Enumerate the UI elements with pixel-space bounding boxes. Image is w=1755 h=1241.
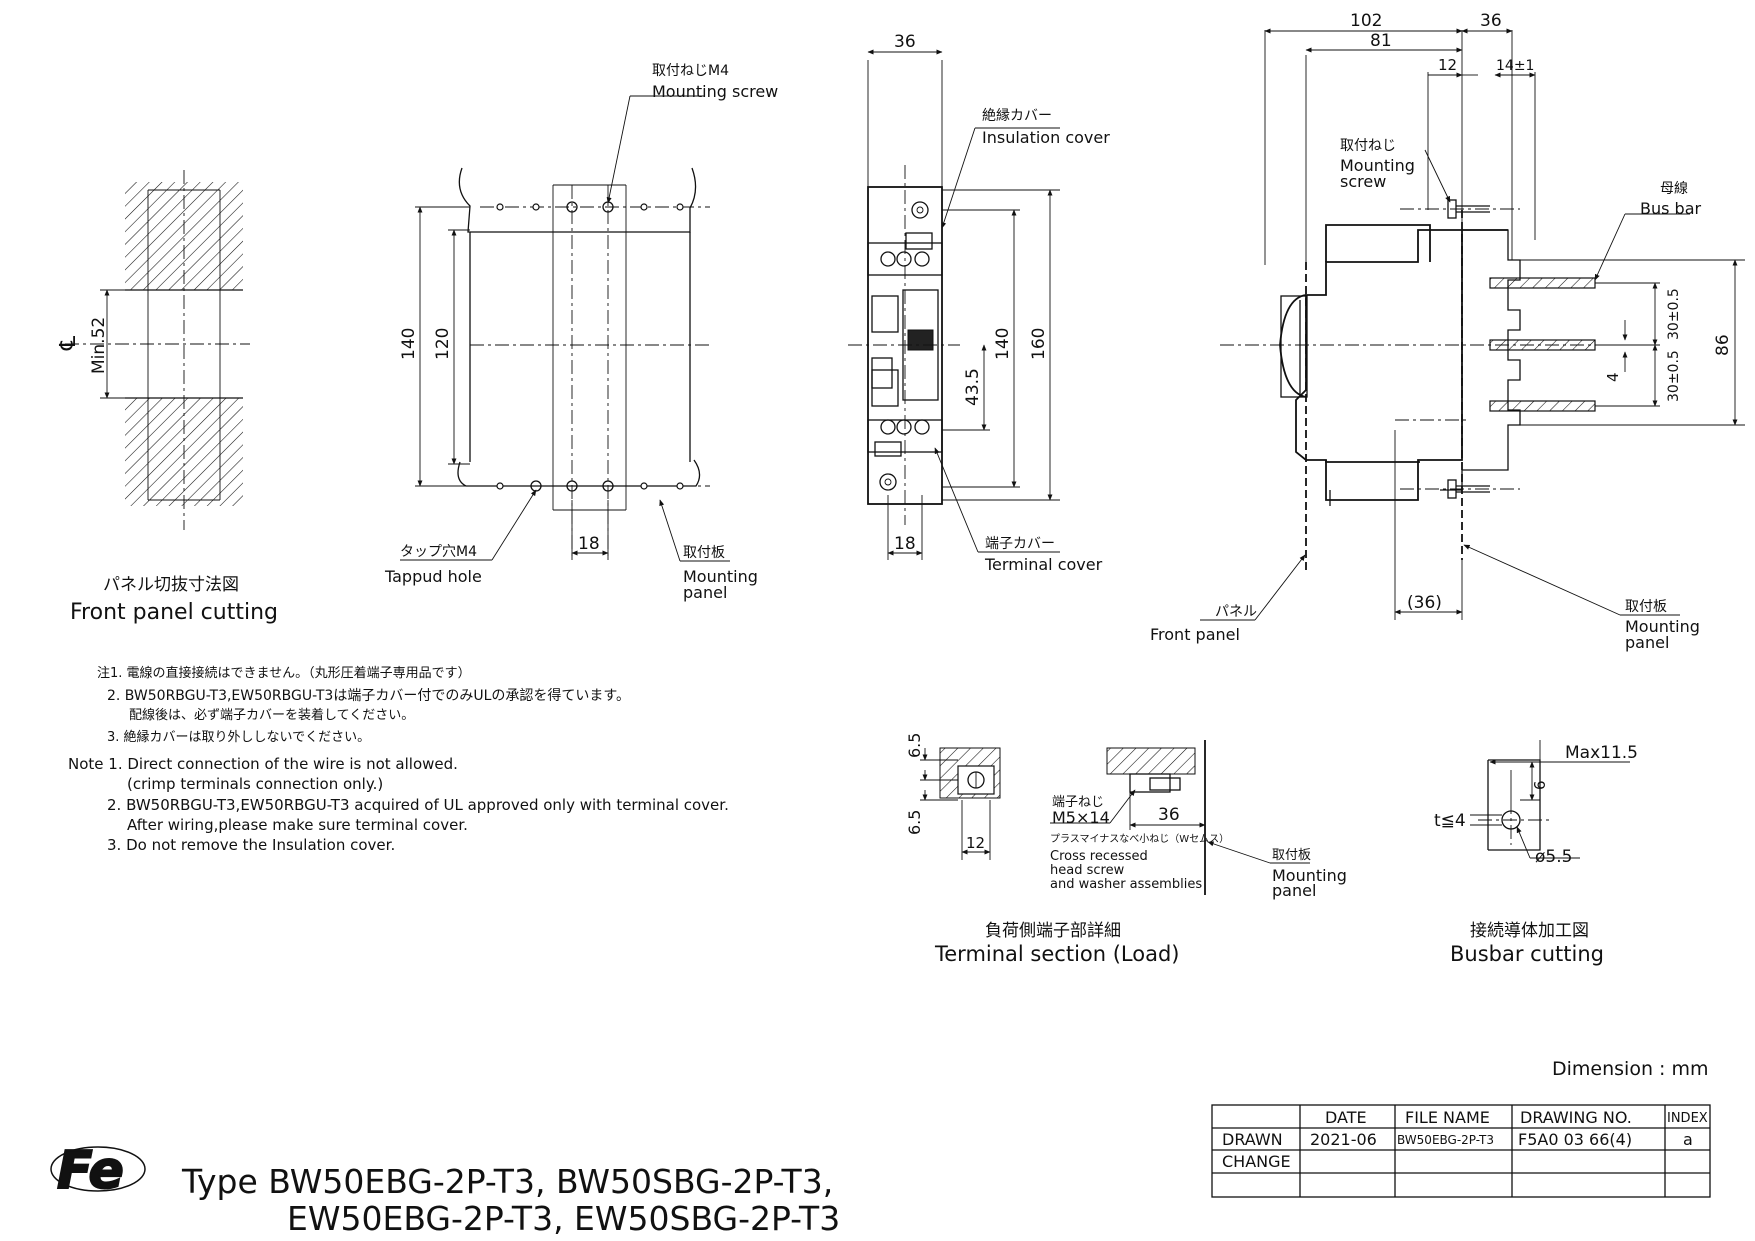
tb-header-index: INDEX	[1667, 1111, 1708, 1126]
note-jp-2: 2. BW50RBGU-T3,EW50RBGU-T3は端子カバー付でのみULの承…	[107, 687, 630, 704]
term-screw-jp: 端子ねじ	[1052, 795, 1104, 810]
dim-43-5-front: 43.5	[963, 368, 983, 406]
notes: 注1. 電線の直接接続はできません。（丸形圧着端子専用品です） 2. BW50R…	[68, 665, 729, 854]
mounting-panel-view: 140 120 18 取付ねじM4 Mounting screw タップ穴M4 …	[384, 63, 778, 602]
front-panel-en: Front panel	[1150, 625, 1240, 644]
term-cover-en: Terminal cover	[984, 555, 1103, 574]
busbar-dia: ø5.5	[1535, 847, 1572, 867]
tb-row-drawn-label: DRAWN	[1222, 1130, 1283, 1149]
type-line-1: Type BW50EBG-2P-T3, BW50SBG-2P-T3,	[181, 1162, 833, 1201]
term-desc-2: head screw	[1050, 863, 1125, 878]
term-panel-jp: 取付板	[1272, 848, 1311, 863]
insul-cover-jp: 絶縁カバー	[982, 108, 1052, 124]
panel-cutting-title-jp: パネル切抜寸法図	[103, 575, 239, 595]
dim-30b-side: 30±0.5	[1666, 350, 1682, 402]
dim-6-5a: 6.5	[905, 733, 924, 758]
note-jp-2b: 配線後は、必ず端子カバーを装着してください。	[129, 707, 414, 723]
panel-cutting-view: ℄ Min.52 パネル切抜寸法図 Front panel cutting	[56, 170, 278, 625]
type-line-2: EW50EBG-2P-T3, EW50SBG-2P-T3	[287, 1199, 840, 1238]
side-view: 102 36 81 12 14±1 30±0.5 30±0.5	[1150, 11, 1745, 652]
busbar-cutting-view: Max11.5 6 t≦4 ø5.5 接続導体加工図 Busbar cuttin…	[1434, 740, 1638, 966]
bus-bar-en: Bus bar	[1640, 199, 1702, 218]
front-panel-jp: パネル	[1215, 604, 1257, 620]
cl-label: ℄	[56, 335, 81, 351]
fuji-logo: Fe	[50, 1140, 146, 1202]
dim-81-side: 81	[1370, 31, 1392, 51]
term-desc-1: Cross recessed	[1050, 849, 1148, 864]
dim-4-side: 4	[1604, 372, 1622, 382]
busbar-title-jp: 接続導体加工図	[1470, 921, 1589, 941]
note-en-2: 2. BW50RBGU-T3,EW50RBGU-T3 acquired of U…	[107, 796, 729, 814]
terminal-section-view: 6.5 6.5 12 36 端子ねじ M5×14 プラスマイナスなべ小ねじ（Wセ…	[905, 733, 1347, 966]
mount-panel-en-1: Mounting	[683, 567, 758, 586]
mounting-holes	[496, 201, 684, 492]
dim-102-side: 102	[1350, 11, 1382, 31]
tb-row-drawn-date: 2021-06	[1310, 1130, 1377, 1149]
term-screw-desc-jp: プラスマイナスなべ小ねじ（Wセムス）	[1050, 833, 1229, 845]
panel-cutting-title-en: Front panel cutting	[70, 600, 278, 625]
dim-18-front: 18	[894, 534, 916, 554]
term-title-en: Terminal section (Load)	[934, 942, 1180, 966]
dim-36-term: 36	[1158, 805, 1180, 825]
mount-screw-jp: 取付ねじM4	[652, 63, 729, 79]
front-view: 36 43.5 140 160 18 絶縁カバー Insulation	[848, 32, 1110, 574]
tapped-hole-jp: タップ穴M4	[400, 544, 477, 560]
term-cover-jp: 端子カバー	[985, 536, 1055, 552]
term-title-jp: 負荷側端子部詳細	[985, 921, 1121, 941]
dim-12-side: 12	[1438, 56, 1457, 74]
mount-screw-en: Mounting screw	[652, 82, 778, 101]
tb-header-date: DATE	[1325, 1108, 1367, 1127]
bus-bars	[1489, 277, 1596, 412]
busbar-dim-6: 6	[1531, 780, 1549, 790]
note-jp-3: 3. 絶縁カバーは取り外ししないでください。	[107, 729, 370, 745]
dimension-unit: Dimension : mm	[1552, 1058, 1709, 1080]
tb-row-drawn-file: BW50EBG-2P-T3	[1397, 1133, 1494, 1147]
tb-header-file: FILE NAME	[1405, 1108, 1490, 1127]
note-en-1b: (crimp terminals connection only.)	[127, 775, 383, 793]
logo-text: Fe	[57, 1141, 124, 1201]
bus-bar-jp: 母線	[1660, 181, 1688, 197]
side-mount-en-2: panel	[1625, 633, 1669, 652]
side-screw-en-2: screw	[1340, 172, 1386, 191]
tb-row-drawn-no: F5A0 03 66(4)	[1518, 1130, 1632, 1149]
note-en-2b: After wiring,please make sure terminal c…	[127, 816, 468, 834]
dim-14-side: 14±1	[1496, 58, 1534, 74]
note-jp-1: 注1. 電線の直接接続はできません。（丸形圧着端子専用品です）	[97, 665, 471, 681]
side-screw-jp: 取付ねじ	[1340, 138, 1396, 154]
dim-12-term: 12	[966, 834, 985, 852]
title-block: DATE FILE NAME DRAWING NO. INDEX DRAWN 2…	[1211, 1104, 1711, 1198]
note-en-3: 3. Do not remove the Insulation cover.	[107, 836, 395, 854]
note-en-1: Note 1. Direct connection of the wire is…	[68, 755, 458, 773]
term-panel-en-1: Mounting	[1272, 866, 1347, 885]
dim-160-front: 160	[1029, 328, 1049, 360]
dim-120-mount: 120	[433, 328, 453, 360]
mount-panel-jp: 取付板	[683, 545, 725, 561]
busbar-t: t≦4	[1434, 811, 1466, 831]
dim-30a-side: 30±0.5	[1666, 288, 1682, 340]
min52-label: Min.52	[89, 317, 109, 374]
tb-row-change-label: CHANGE	[1222, 1152, 1291, 1171]
mount-panel-en-2: panel	[683, 583, 727, 602]
busbar-max: Max11.5	[1565, 743, 1638, 763]
dim-86-side: 86	[1713, 334, 1733, 356]
dim-140-front: 140	[993, 328, 1013, 360]
tapped-hole-en: Tappud hole	[384, 567, 482, 586]
side-mount-en-1: Mounting	[1625, 617, 1700, 636]
side-screw-en-1: Mounting	[1340, 156, 1415, 175]
dim-36-side-top: 36	[1480, 11, 1502, 31]
dim-140-mount: 140	[399, 328, 419, 360]
dim-18-mount: 18	[578, 534, 600, 554]
insul-cover-en: Insulation cover	[982, 128, 1110, 147]
tb-row-drawn-index: a	[1683, 1130, 1693, 1149]
term-panel-en-2: panel	[1272, 881, 1316, 900]
tb-header-drawing: DRAWING NO.	[1520, 1108, 1632, 1127]
dim-36-front: 36	[894, 32, 916, 52]
dim-36-paren: (36)	[1407, 593, 1442, 613]
dim-6-5b: 6.5	[905, 810, 924, 835]
busbar-title-en: Busbar cutting	[1450, 942, 1604, 966]
side-mount-jp: 取付板	[1625, 599, 1667, 615]
term-screw-size: M5×14	[1052, 808, 1110, 827]
term-desc-3: and washer assemblies	[1050, 877, 1202, 892]
